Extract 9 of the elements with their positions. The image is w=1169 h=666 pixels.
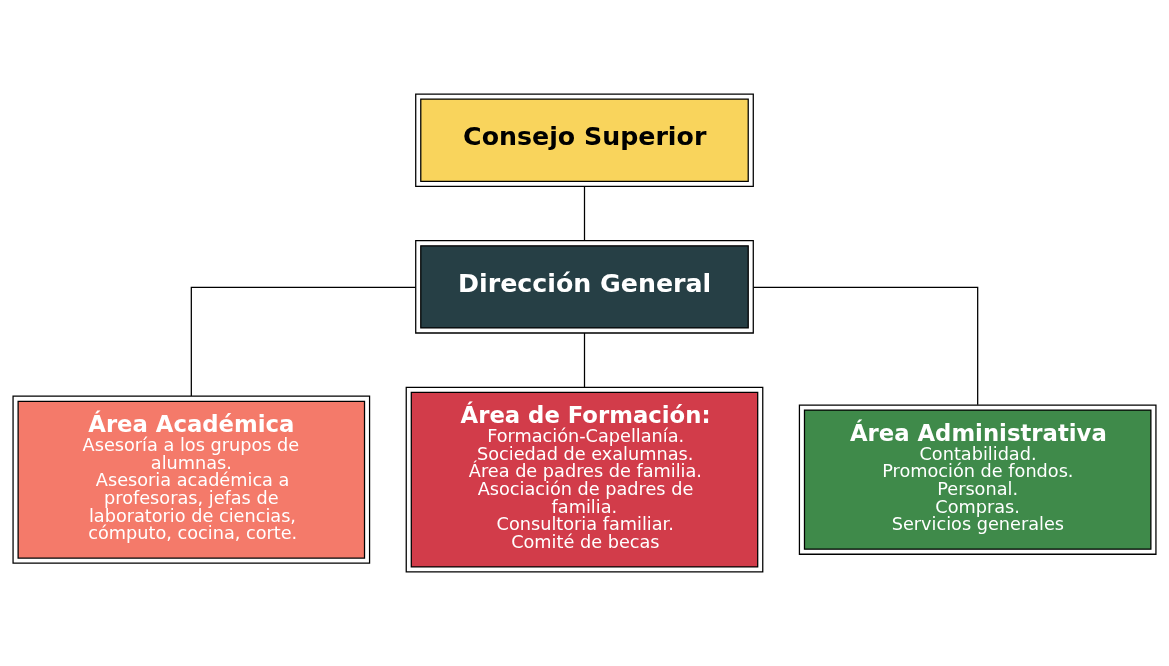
connector [583, 332, 586, 388]
node-box: Área Académica Asesoría a los grupos de alumnas. Asesoria académica a profesoras, jefas de laboratorio de ciencias, cómputo, cocina, corte. [12, 395, 371, 564]
connector [190, 286, 417, 397]
node-box: Área de Formación: Formación-Capellanía. Sociedad de exalumnas. Área de padres de familia. Asociación de padres de familia. Consultoria familiar. Comité de becas [405, 386, 764, 573]
connector [583, 185, 586, 241]
node-box: Consejo Superior [415, 93, 754, 187]
node-box: Área Administrativa Contabilidad. Promoción de fondos. Personal. Compras. Servicios generales [798, 404, 1157, 555]
node-box: Dirección General [415, 240, 754, 334]
connector [752, 286, 979, 406]
